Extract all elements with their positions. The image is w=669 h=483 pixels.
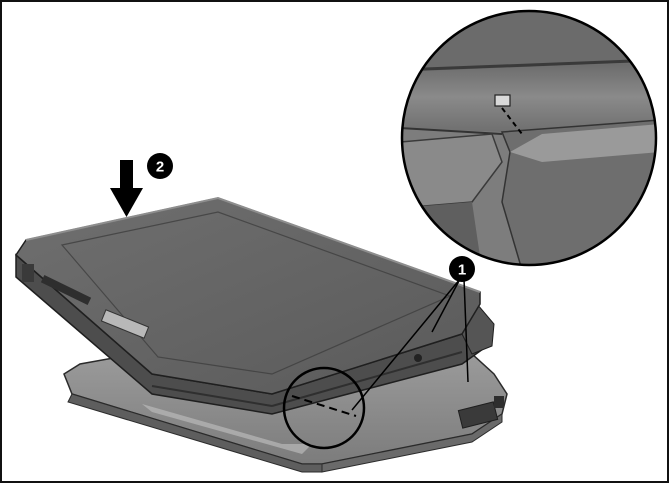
callout-1-leaders bbox=[351, 278, 469, 411]
notebook-computer bbox=[15, 196, 495, 415]
port-small bbox=[494, 396, 504, 408]
callout-1-label: 1 bbox=[458, 262, 466, 279]
port-connector bbox=[457, 401, 499, 429]
callout-2: 2 bbox=[147, 153, 173, 179]
callout-2-label: 2 bbox=[156, 159, 164, 176]
alignment-marker bbox=[494, 94, 511, 107]
zoom-detail bbox=[400, 9, 658, 267]
down-arrow-icon bbox=[110, 160, 143, 217]
alignment-guide-zoom bbox=[501, 107, 523, 135]
indicator-dot bbox=[414, 354, 422, 362]
alignment-guide-left bbox=[291, 395, 357, 417]
front-latch bbox=[100, 309, 150, 339]
detail-circle bbox=[282, 366, 366, 450]
callout-1: 1 bbox=[449, 256, 475, 282]
front-slot bbox=[40, 275, 92, 305]
